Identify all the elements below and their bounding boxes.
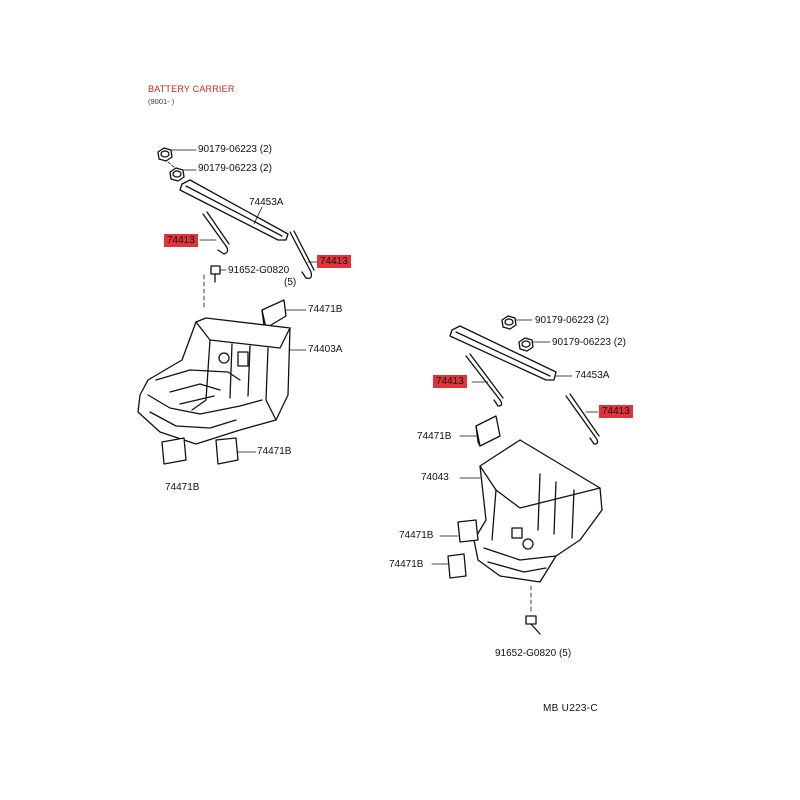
right-clamp-bar: [449, 325, 573, 381]
right-carrier-tray: [459, 439, 603, 583]
right-pad-top: [459, 415, 501, 447]
left-carrier-label: 74403A: [308, 344, 343, 355]
left-bolt-label: 91652-G0820: [228, 265, 290, 276]
right-rod-2: [565, 393, 600, 445]
left-carrier-tray: [137, 317, 307, 445]
right-nut-1-label: 90179-06223 (2): [535, 315, 609, 326]
right-pad-top-label: 74471B: [417, 431, 452, 442]
left-rod-2-label: 74413: [317, 255, 351, 268]
diagram-title: BATTERY CARRIER: [148, 84, 235, 94]
right-pad-mid-label: 74471B: [399, 530, 434, 541]
right-nut-2-label: 90179-06223 (2): [552, 337, 626, 348]
left-rod-1-label: 74413: [164, 234, 198, 247]
right-pad-mid: [439, 519, 479, 543]
left-pad-top: [261, 299, 307, 329]
right-nut-2: [518, 337, 551, 352]
right-clamp-label: 74453A: [575, 370, 610, 381]
left-nut-1: [157, 147, 197, 162]
left-pad-top-label: 74471B: [308, 304, 343, 315]
left-pad-bottom-label: 74471B: [165, 482, 200, 493]
right-pad-low: [431, 553, 467, 579]
left-pad-right-label: 74471B: [257, 446, 292, 457]
left-bolt: [203, 265, 227, 311]
right-rod-1-label: 74413: [433, 375, 467, 388]
diagram-code: MB U223-C: [543, 703, 598, 714]
left-clamp-label: 74453A: [249, 197, 284, 208]
right-bolt: [525, 585, 541, 635]
right-rod-2-label: 74413: [599, 405, 633, 418]
right-nut-1: [501, 315, 533, 330]
right-rod-1: [465, 353, 504, 407]
right-carrier-label: 74043: [421, 472, 449, 483]
left-rod-1: [199, 211, 230, 255]
left-rod-2: [289, 230, 319, 280]
left-pad-bottom: [161, 437, 257, 465]
left-clamp-bar: [179, 179, 289, 241]
left-nut-1-label: 90179-06223 (2): [198, 144, 272, 155]
right-bolt-label: 91652-G0820 (5): [495, 648, 572, 659]
left-bolt-qty-label: (5): [284, 277, 297, 288]
left-nut-2-label: 90179-06223 (2): [198, 163, 272, 174]
left-nut-2: [167, 161, 197, 182]
diagram-subtitle: (9001- ): [148, 97, 175, 106]
right-pad-low-label: 74471B: [389, 559, 424, 570]
